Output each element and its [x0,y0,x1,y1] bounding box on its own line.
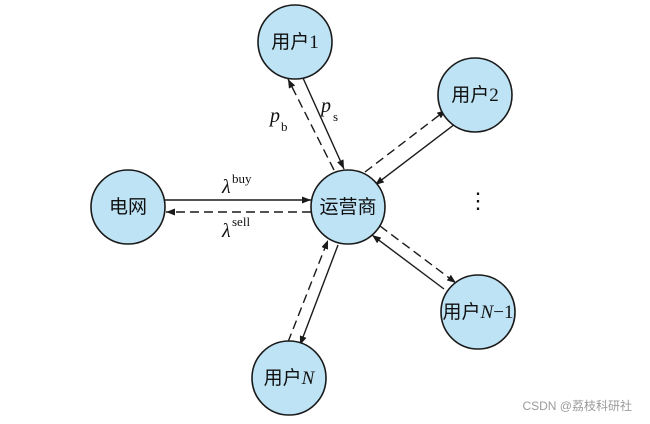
node-user2-index: 2 [489,85,499,106]
edge-dashed-operator-to-user2 [364,109,447,173]
edge-operator-userN [287,239,339,346]
node-user2: 用户2 [437,57,513,133]
edge-operator-userN1 [371,225,457,290]
svg-text:用户1: 用户1 [271,31,319,53]
node-userN1-suffix: −1 [493,302,513,323]
label-p-b-symbol: p [268,105,280,127]
node-userN-index: N [301,368,316,389]
label-lambda-sell: λ sell [221,214,250,242]
label-p-s-symbol: p [319,95,331,117]
label-p-b: p b [268,105,288,134]
edge-solid-operator-to-userN [299,244,339,346]
node-user2-label: 用户 [451,84,489,106]
node-userN: 用户N [251,340,327,416]
label-lambda-buy-symbol: λ [221,176,231,198]
label-p-b-sub: b [281,119,288,134]
node-userN-minus-1: 用户N−1 [440,274,516,350]
edge-solid-user1-to-operator [302,77,345,170]
svg-text:用户N: 用户N [264,367,316,389]
edge-solid-user2-to-operator [374,123,456,186]
node-user1: 用户1 [257,4,333,80]
label-p-s: p s [319,95,338,124]
edge-dashed-operator-to-user1 [287,78,335,171]
node-operator: 运营商 [310,169,386,245]
edge-operator-to-user1 [287,77,345,171]
svg-text:用户N−1: 用户N−1 [443,301,514,323]
node-operator-label: 运营商 [319,196,376,218]
edge-solid-userN1-to-operator [371,234,445,290]
label-lambda-buy-sup: buy [232,171,252,186]
label-lambda-buy: λ buy [221,171,252,198]
edge-grid-operator [165,196,311,216]
vertical-ellipsis: ⋮ [467,188,489,213]
node-userN1-label: 用户 [443,301,481,323]
edge-dashed-userN-to-operator [287,239,329,343]
node-userN1-index: N [480,302,495,323]
watermark: CSDN @荔枝科研社 [522,399,632,413]
label-lambda-sell-symbol: λ [221,220,231,242]
svg-text:用户2: 用户2 [451,84,499,106]
node-userN-label: 用户 [264,367,302,389]
node-grid-label: 电网 [109,196,147,218]
node-user1-index: 1 [309,32,319,53]
node-user1-label: 用户 [271,31,309,53]
edge-operator-user2 [364,109,456,186]
node-grid: 电网 [90,169,166,245]
label-p-s-sub: s [333,109,338,124]
edge-dashed-operator-to-userN1 [379,225,457,284]
label-lambda-sell-sup: sell [232,214,250,229]
